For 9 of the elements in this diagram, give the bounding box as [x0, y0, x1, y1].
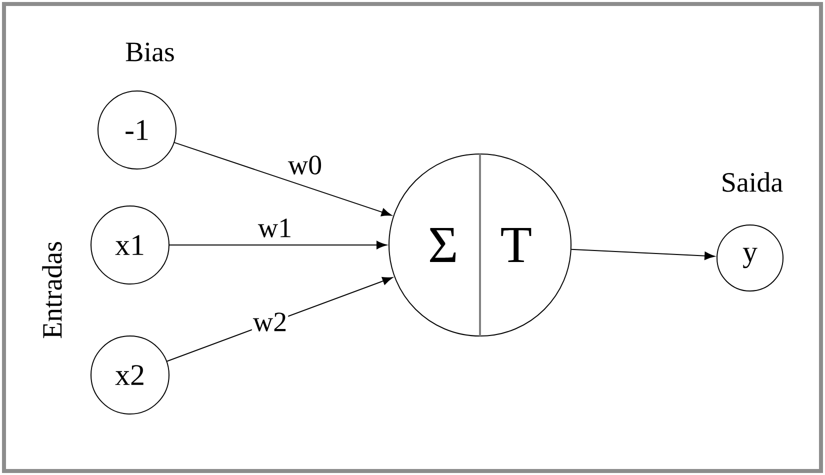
node-caption: Bias: [126, 42, 174, 62]
edge-label: w1: [256, 218, 294, 238]
axis-label: Entradas: [42, 242, 62, 338]
arrow: [570, 248, 715, 260]
edge-label: w0: [286, 154, 324, 176]
node-caption: Saida: [722, 172, 783, 192]
arrow: [169, 240, 387, 250]
edge-label: w2: [252, 312, 288, 332]
arrow: [174, 142, 392, 216]
